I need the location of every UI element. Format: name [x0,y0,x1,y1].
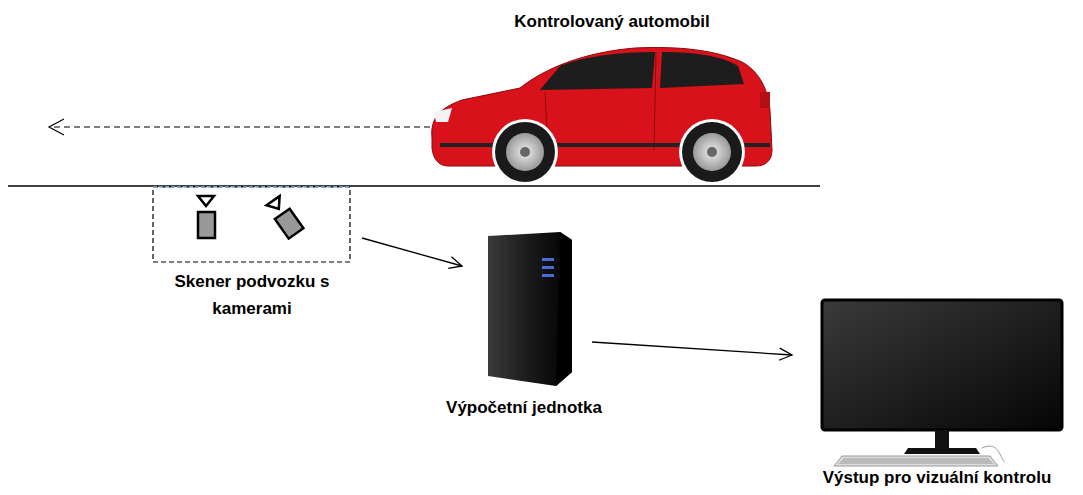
camera-icon [266,196,304,239]
scanner-housing [153,187,350,262]
computer-node: Výpočetní jednotka [470,226,586,422]
computer-tower [488,232,572,386]
node-label: Skener podvozku s kamerami [167,268,337,322]
monitor-node: Výstup pro vizuální kontrolu [800,294,1076,494]
direction-arrow [49,119,430,135]
scanner-node: Skener podvozku s kamerami [150,186,356,326]
flow-arrow [362,238,462,268]
node-label: Kontrolovaný automobil [514,8,710,35]
car-node: Kontrolovaný automobil [430,6,780,186]
node-label: Výpočetní jednotka [446,394,602,421]
camera-icon [198,196,215,238]
road-line [8,185,820,187]
car-illustration [432,48,772,185]
node-label: Výstup pro vizuální kontrolu [823,464,1052,491]
flow-arrow [592,342,792,360]
monitor [822,300,1062,466]
